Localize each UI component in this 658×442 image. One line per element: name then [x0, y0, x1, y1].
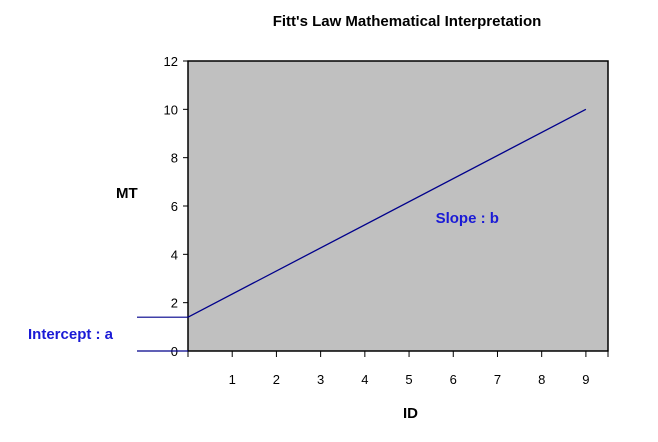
x-tick-label: 9	[582, 372, 589, 387]
y-tick-label: 6	[171, 199, 178, 214]
x-axis: 1 2 3 4 5 6 7 8 9	[187, 351, 609, 387]
series-group	[187, 108, 587, 318]
annotations-group: Intercept : a Slope : b	[28, 210, 499, 352]
y-tick-label: 4	[171, 247, 178, 262]
series-line	[187, 108, 587, 318]
x-tick-label: 6	[450, 372, 457, 387]
x-tick-label: 3	[317, 372, 324, 387]
x-tick-label: 1	[229, 372, 236, 387]
x-tick-label: 7	[494, 372, 501, 387]
slope-label: Slope : b	[436, 210, 499, 227]
x-axis-label: ID	[403, 405, 418, 422]
x-tick-label: 2	[273, 372, 280, 387]
y-axis-label: MT	[116, 185, 138, 202]
y-axis: 024681012	[164, 54, 188, 359]
y-tick-label: 8	[171, 151, 178, 166]
plot-area	[187, 60, 609, 352]
y-tick-label: 2	[171, 296, 178, 311]
x-tick-label: 5	[405, 372, 412, 387]
x-tick-label: 8	[538, 372, 545, 387]
chart-title: Fitt's Law Mathematical Interpretation	[273, 13, 542, 30]
y-tick-label: 10	[164, 102, 178, 117]
y-tick-label: 12	[164, 54, 178, 69]
intercept-label: Intercept : a	[28, 326, 114, 343]
x-tick-label: 4	[361, 372, 368, 387]
